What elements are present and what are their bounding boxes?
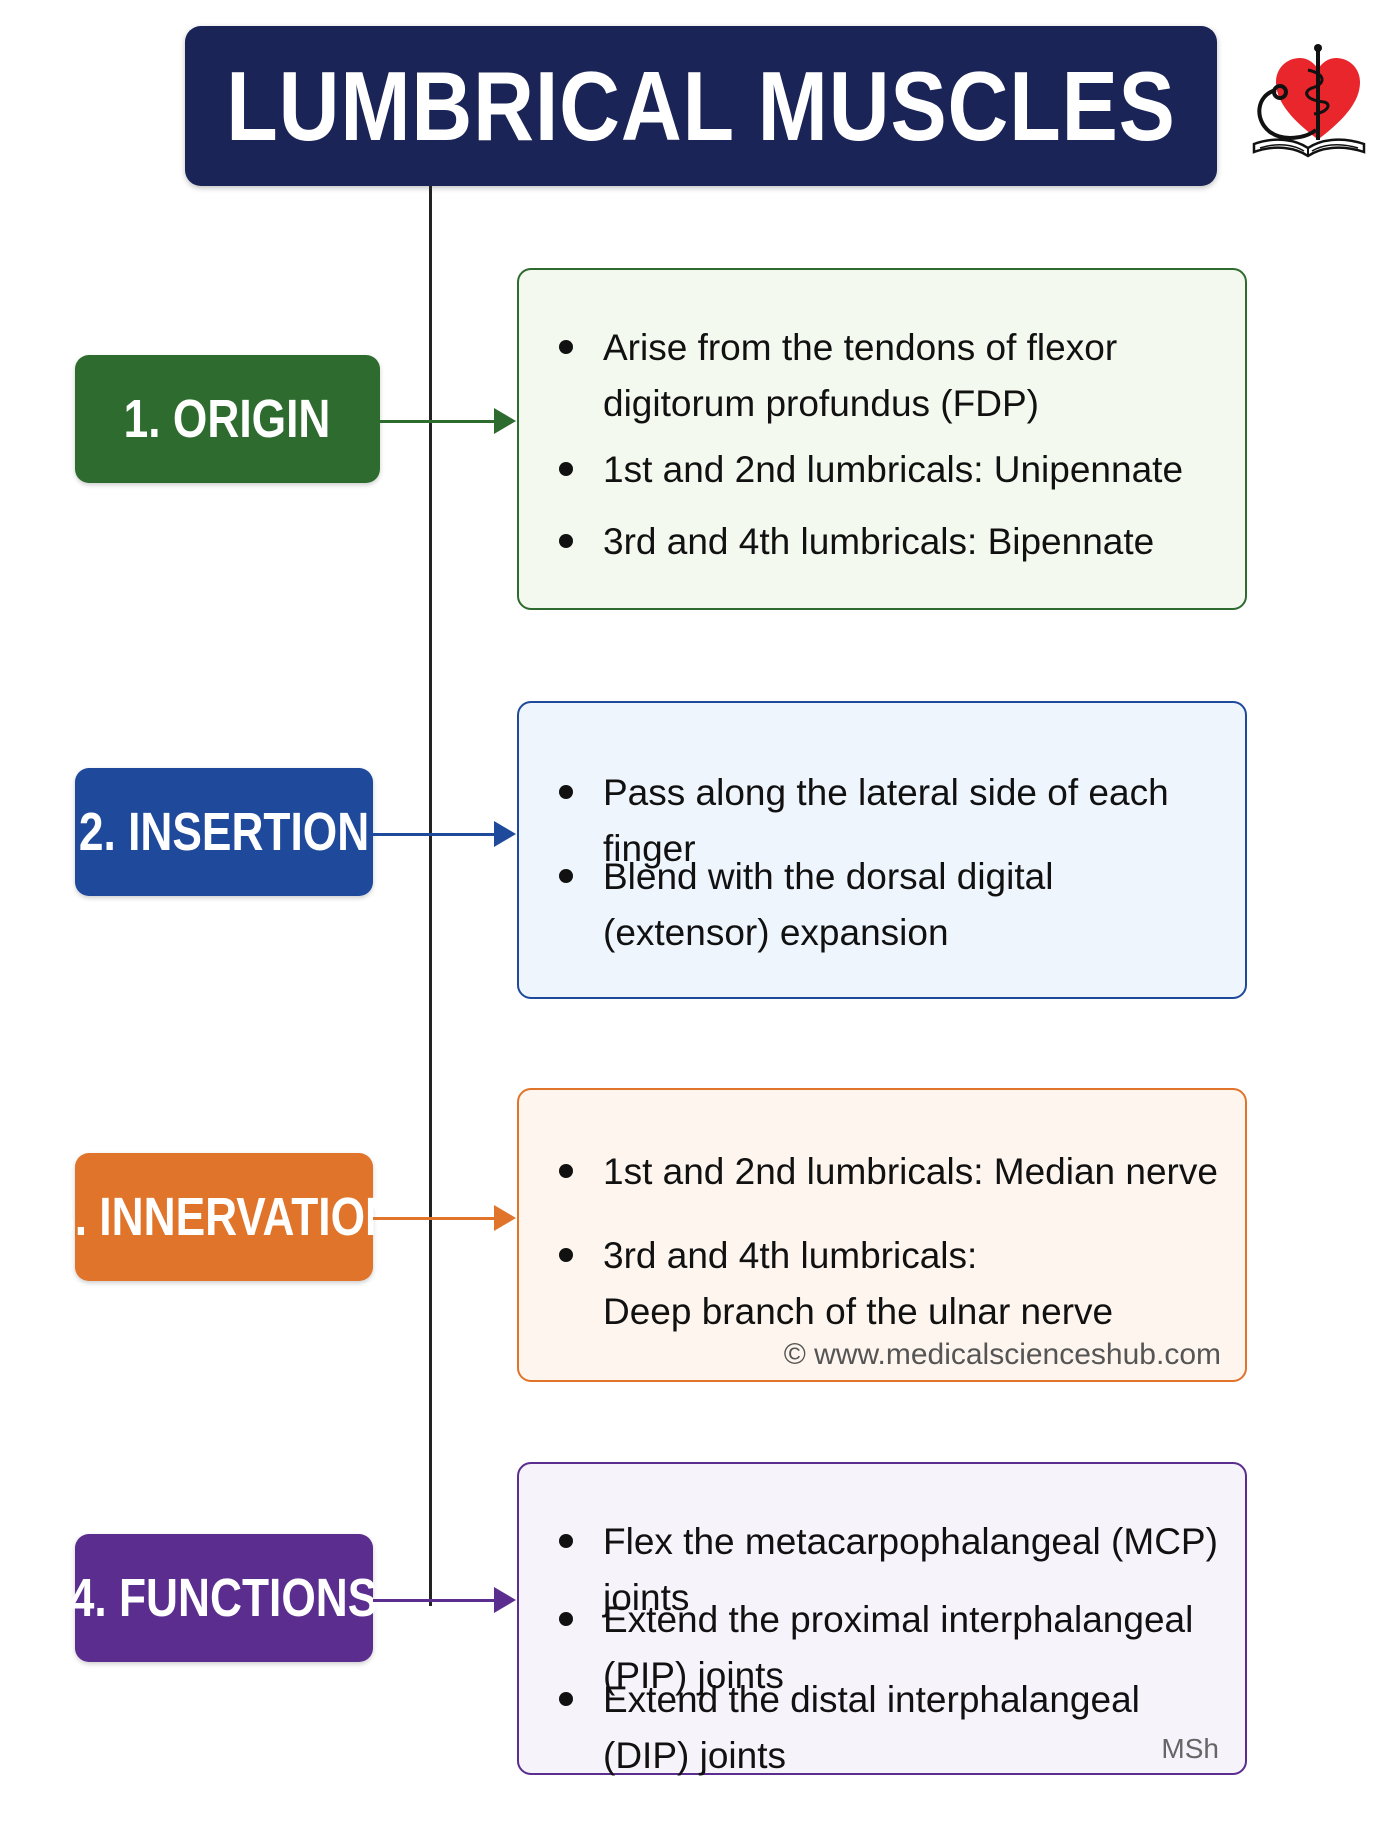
origin-bullet: Arise from the tendons of flexor digitor… [559,320,1225,432]
origin-connector [380,420,500,423]
innervation-bullet: 1st and 2nd lumbricals: Median nerve [559,1144,1225,1200]
insertion-label: 2. INSERTION [78,802,370,862]
functions-label-box: 4. FUNCTIONS [70,1534,378,1662]
insertion-bullet: Pass along the lateral side of each fing… [559,765,1225,877]
functions-arrow-icon [494,1587,516,1613]
innervation-arrow-icon [494,1205,516,1231]
functions-bullet: Extend the proximal interphalangeal (PIP… [559,1592,1225,1704]
functions-content-box: Flex the metacarpophalangeal (MCP) joint… [517,1462,1247,1776]
functions-bullet: Flex the metacarpophalangeal (MCP) joint… [559,1514,1225,1626]
vertical-connector-line [429,186,432,1606]
title-bar: LUMBRICAL MUSCLES [185,26,1217,186]
insertion-bullet: Blend with the dorsal digital (extensor)… [559,849,1225,961]
origin-bullet: 3rd and 4th lumbricals: Bipennate [559,514,1225,570]
innervation-bullet: 3rd and 4th lumbricals: Deep branch of t… [559,1228,1225,1340]
functions-label: 4. FUNCTIONS [70,1568,378,1628]
msh-watermark: MSh [1161,1733,1219,1764]
origin-bullet: 1st and 2nd lumbricals: Unipennate [559,442,1225,498]
functions-bullet: Extend the distal interphalangeal (DIP) … [559,1672,1225,1784]
copyright-watermark: © www.medicalscienceshub.com [783,1338,1221,1371]
innervation-content-box: 1st and 2nd lumbricals: Median nerve 3rd… [517,1088,1247,1382]
caduceus-heart-book-icon [1252,44,1366,158]
origin-content-box: Arise from the tendons of flexor digitor… [517,268,1247,610]
innervation-label-box: 3. INNERVATION [51,1153,397,1281]
page-title: LUMBRICAL MUSCLES [226,50,1176,161]
innervation-label: 3. INNERVATION [50,1187,398,1247]
origin-label-box: 1. ORIGIN [75,355,380,483]
functions-connector [373,1599,500,1602]
insertion-label-box: 2. INSERTION [75,768,373,896]
insertion-connector [373,833,500,836]
insertion-content-box: Pass along the lateral side of each fing… [517,701,1247,999]
origin-label: 1. ORIGIN [124,389,331,449]
innervation-connector [373,1217,500,1220]
origin-arrow-icon [494,408,516,434]
insertion-arrow-icon [494,821,516,847]
